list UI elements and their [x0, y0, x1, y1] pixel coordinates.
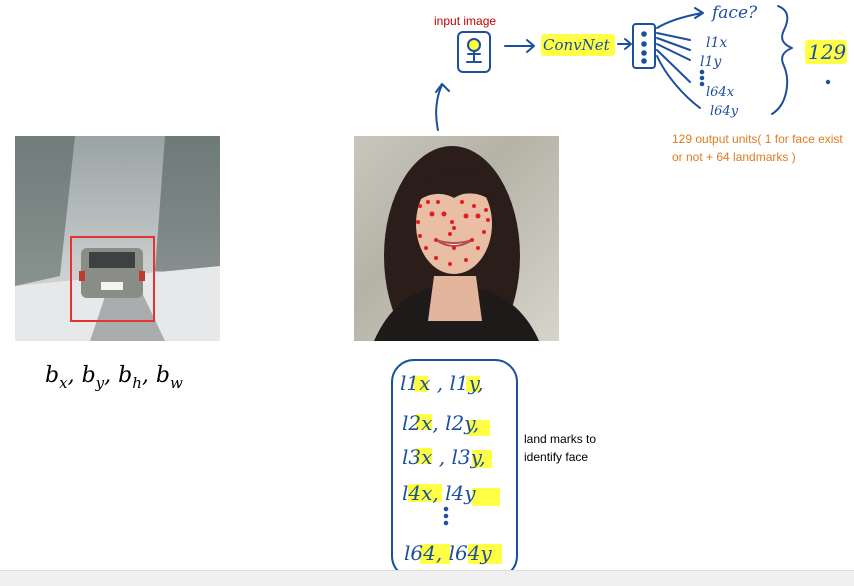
- arrow-input-to-convnet: [504, 39, 535, 53]
- arrow-photo-to-input: [435, 83, 450, 131]
- landmark-row-2: l2x, l2y,: [402, 411, 479, 435]
- landmarks-note: land marks to identify face: [524, 432, 597, 464]
- car-bounding-box: [70, 236, 155, 322]
- output-vector: [632, 23, 656, 69]
- svg-text:bx, by, bh, bw: bx, by, bh, bw: [45, 363, 183, 392]
- car-photo: [15, 136, 220, 341]
- formula-by-base: b: [82, 363, 96, 388]
- formula-bx-base: b: [45, 363, 59, 388]
- formula-bh-base: b: [118, 363, 132, 388]
- formula-bh-sub: h: [132, 374, 142, 392]
- landmark-row-1: l1x , l1y,: [400, 371, 484, 395]
- face-output-label: face?: [710, 3, 758, 23]
- formula-bw-sub: w: [170, 374, 183, 392]
- landmark-row-3: l3x , l3y,: [402, 445, 486, 469]
- formula-by-sub: y: [95, 374, 105, 392]
- input-image-box: [457, 31, 491, 73]
- arrow-convnet-to-vector: [617, 38, 632, 50]
- face-landmark-dots: [416, 200, 490, 266]
- input-image-label: input image: [434, 14, 497, 28]
- landmark-row-5: l64, l64y: [404, 541, 492, 565]
- l64x-label: l64x: [706, 85, 735, 100]
- output-count-label: 129: [808, 40, 846, 64]
- convnet-label: ConvNet: [543, 36, 611, 54]
- output-brace: [771, 5, 793, 115]
- l1y-label: l1y: [700, 54, 722, 70]
- status-bar: [0, 570, 854, 586]
- output-units-note: 129 output units( 1 for face exist or no…: [672, 132, 843, 164]
- face-photo: [354, 136, 559, 341]
- l1x-label: l1x: [706, 35, 727, 51]
- formula-bx-sub: x: [59, 374, 68, 392]
- l64y-label: l64y: [710, 104, 739, 119]
- landmark-row-4: l4x, l4y: [402, 481, 476, 505]
- formula-bw-base: b: [156, 363, 170, 388]
